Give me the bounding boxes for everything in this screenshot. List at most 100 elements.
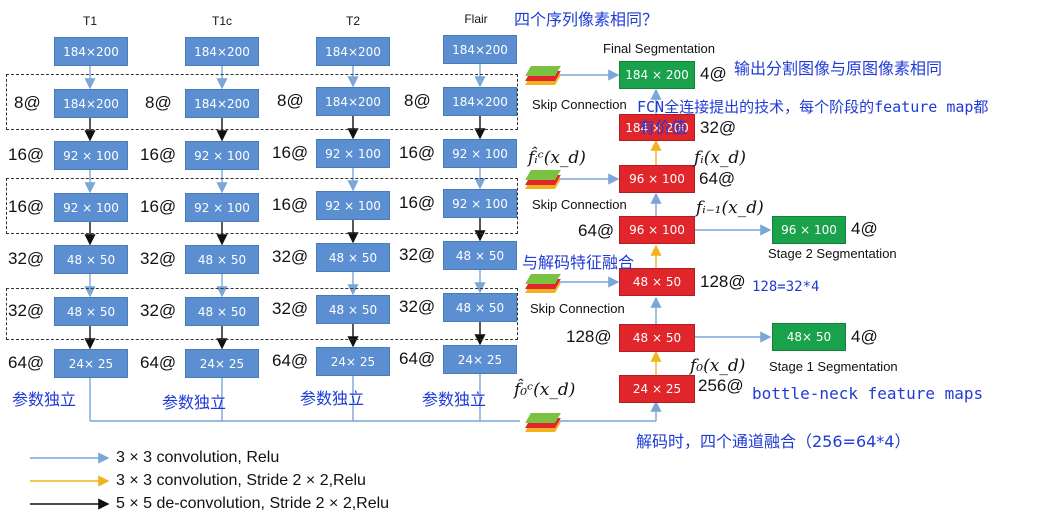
encoder-box: 48 × 50 <box>185 245 259 274</box>
decoder-box-24: 24 × 25 <box>619 375 695 403</box>
decoder-channels-32: 32@ <box>700 118 737 137</box>
input-box-t1: 184×200 <box>54 37 128 66</box>
encoder-box: 48 × 50 <box>443 241 517 270</box>
feature-stack-icon <box>522 410 561 432</box>
input-box-t2: 184×200 <box>316 37 390 66</box>
encoder-box: 48 × 50 <box>185 297 259 326</box>
skip-group-top <box>6 74 518 130</box>
skip-connection-label: Skip Connection <box>532 197 627 212</box>
channel-label: 32@ <box>399 245 436 264</box>
encoder-box: 92 × 100 <box>443 139 517 168</box>
channel-label: 16@ <box>399 193 436 212</box>
channel-label: 16@ <box>8 197 45 216</box>
annotation-fcn-note: FCN全连接提出的技术，每个阶段的feature map都 <box>637 98 989 116</box>
encoder-box: 92 × 100 <box>185 193 259 222</box>
stage1-segmentation-box: 48× 50 <box>772 323 846 351</box>
param-independent-label: 参数独立 <box>162 393 227 412</box>
annotation-fuse-decoder: 与解码特征融合 <box>522 253 635 272</box>
param-independent-label: 参数独立 <box>12 390 77 409</box>
encoder-box: 92 × 100 <box>316 191 390 220</box>
stage1-segmentation-title: Stage 1 Segmentation <box>769 359 898 374</box>
encoder-box: 48 × 50 <box>316 295 390 324</box>
annotation-output-same: 输出分割图像与原图像素相同 <box>734 59 943 78</box>
encoder-box: 48 × 50 <box>443 293 517 322</box>
encoder-box: 92 × 100 <box>443 189 517 218</box>
encoder-box: 184×200 <box>316 87 390 116</box>
channel-label: 16@ <box>272 143 309 162</box>
stage2-channels: 4@ <box>851 219 878 238</box>
channel-label: 16@ <box>140 145 177 164</box>
math-f-i: fᵢ(x_d) <box>694 148 746 168</box>
final-segmentation-title: Final Segmentation <box>603 41 716 56</box>
feature-stack-icon <box>522 167 561 189</box>
feature-stack-icon <box>522 271 561 293</box>
input-box-t1c: 184×200 <box>185 37 259 66</box>
decoder-arrows <box>650 88 772 375</box>
channel-label: 64@ <box>272 351 309 370</box>
annotation-same-pixels: 四个序列像素相同？ <box>514 10 659 29</box>
channel-label: 64@ <box>399 349 436 368</box>
encoder-box: 48 × 50 <box>54 297 128 326</box>
math-f-0: f₀(x_d) <box>690 356 746 376</box>
param-independent-label: 参数独立 <box>300 389 365 408</box>
skip-connection-label: Skip Connection <box>532 97 627 112</box>
encoder-box: 92 × 100 <box>54 141 128 170</box>
decoder-channels-64-lower: 64@ <box>578 221 615 240</box>
channel-label: 8@ <box>14 93 41 112</box>
encoder-box: 48 × 50 <box>54 245 128 274</box>
decoder-box-96-lower: 96 × 100 <box>619 216 695 244</box>
encoder-box: 24× 25 <box>316 347 390 376</box>
channel-label: 16@ <box>399 143 436 162</box>
stage1-channels: 4@ <box>851 327 878 346</box>
encoder-box: 184×200 <box>54 89 128 118</box>
final-segmentation-box: 184 × 200 <box>619 61 695 89</box>
encoder-box: 92 × 100 <box>185 141 259 170</box>
decoder-channels-128-lower: 128@ <box>566 327 612 346</box>
channel-label: 16@ <box>272 195 309 214</box>
feature-stack-icon <box>522 63 561 85</box>
legend-conv-stride: 3 × 3 convolution, Stride 2 × 2,Relu <box>116 472 366 489</box>
skip-connection-label: Skip Connection <box>530 301 625 316</box>
annotation-decode-fuse: 解码时，四个通道融合（256=64*4） <box>636 432 911 451</box>
encoder-box: 24× 25 <box>185 349 259 378</box>
decoder-channels-256: 256@ <box>698 376 744 395</box>
column-title-t2: T2 <box>345 14 360 28</box>
channel-label: 8@ <box>404 91 431 110</box>
channel-label: 32@ <box>140 249 177 268</box>
legend-arrows <box>30 452 110 510</box>
encoder-box: 24× 25 <box>54 349 128 378</box>
stage2-segmentation-title: Stage 2 Segmentation <box>768 246 897 261</box>
decoder-box-96-upper: 96 × 100 <box>619 165 695 193</box>
encoder-box: 92 × 100 <box>316 139 390 168</box>
param-independent-label: 参数独立 <box>422 390 487 409</box>
channel-label: 32@ <box>272 299 309 318</box>
input-box-flair: 184×200 <box>443 35 517 64</box>
column-title-t1: T1 <box>82 14 97 28</box>
decoder-channels-64-upper: 64@ <box>699 169 736 188</box>
column-title-flair: Flair <box>464 12 488 26</box>
encoder-box: 24× 25 <box>443 345 517 374</box>
decoder-box-48-upper: 48 × 50 <box>619 268 695 296</box>
legend-deconv: 5 × 5 de-convolution, Stride 2 × 2,Relu <box>116 495 390 512</box>
encoder-box: 48 × 50 <box>316 243 390 272</box>
channel-label: 32@ <box>140 301 177 320</box>
encoder-box: 92 × 100 <box>54 193 128 222</box>
channel-label: 64@ <box>140 353 177 372</box>
stage2-segmentation-box: 96 × 100 <box>772 216 846 244</box>
annotation-bottleneck: bottle-neck feature maps <box>752 384 984 403</box>
column-title-t1c: T1c <box>211 14 232 28</box>
channel-label: 16@ <box>8 145 45 164</box>
channel-label: 8@ <box>277 91 304 110</box>
math-f-i-minus-1: fᵢ₋₁(x_d) <box>696 198 764 218</box>
channel-label: 64@ <box>8 353 45 372</box>
annotation-eq-128: 128=32*4 <box>752 279 820 295</box>
channel-label: 32@ <box>272 247 309 266</box>
math-f-hat-0: f̂₀ᶜ(x_d) <box>514 380 576 400</box>
annotation-fcn-note-cont: 有价值 <box>639 118 688 137</box>
final-channels: 4@ <box>700 64 727 83</box>
channel-label: 32@ <box>399 297 436 316</box>
channel-label: 32@ <box>8 301 45 320</box>
skip-arrows <box>555 69 620 288</box>
legend-conv: 3 × 3 convolution, Relu <box>116 449 280 466</box>
